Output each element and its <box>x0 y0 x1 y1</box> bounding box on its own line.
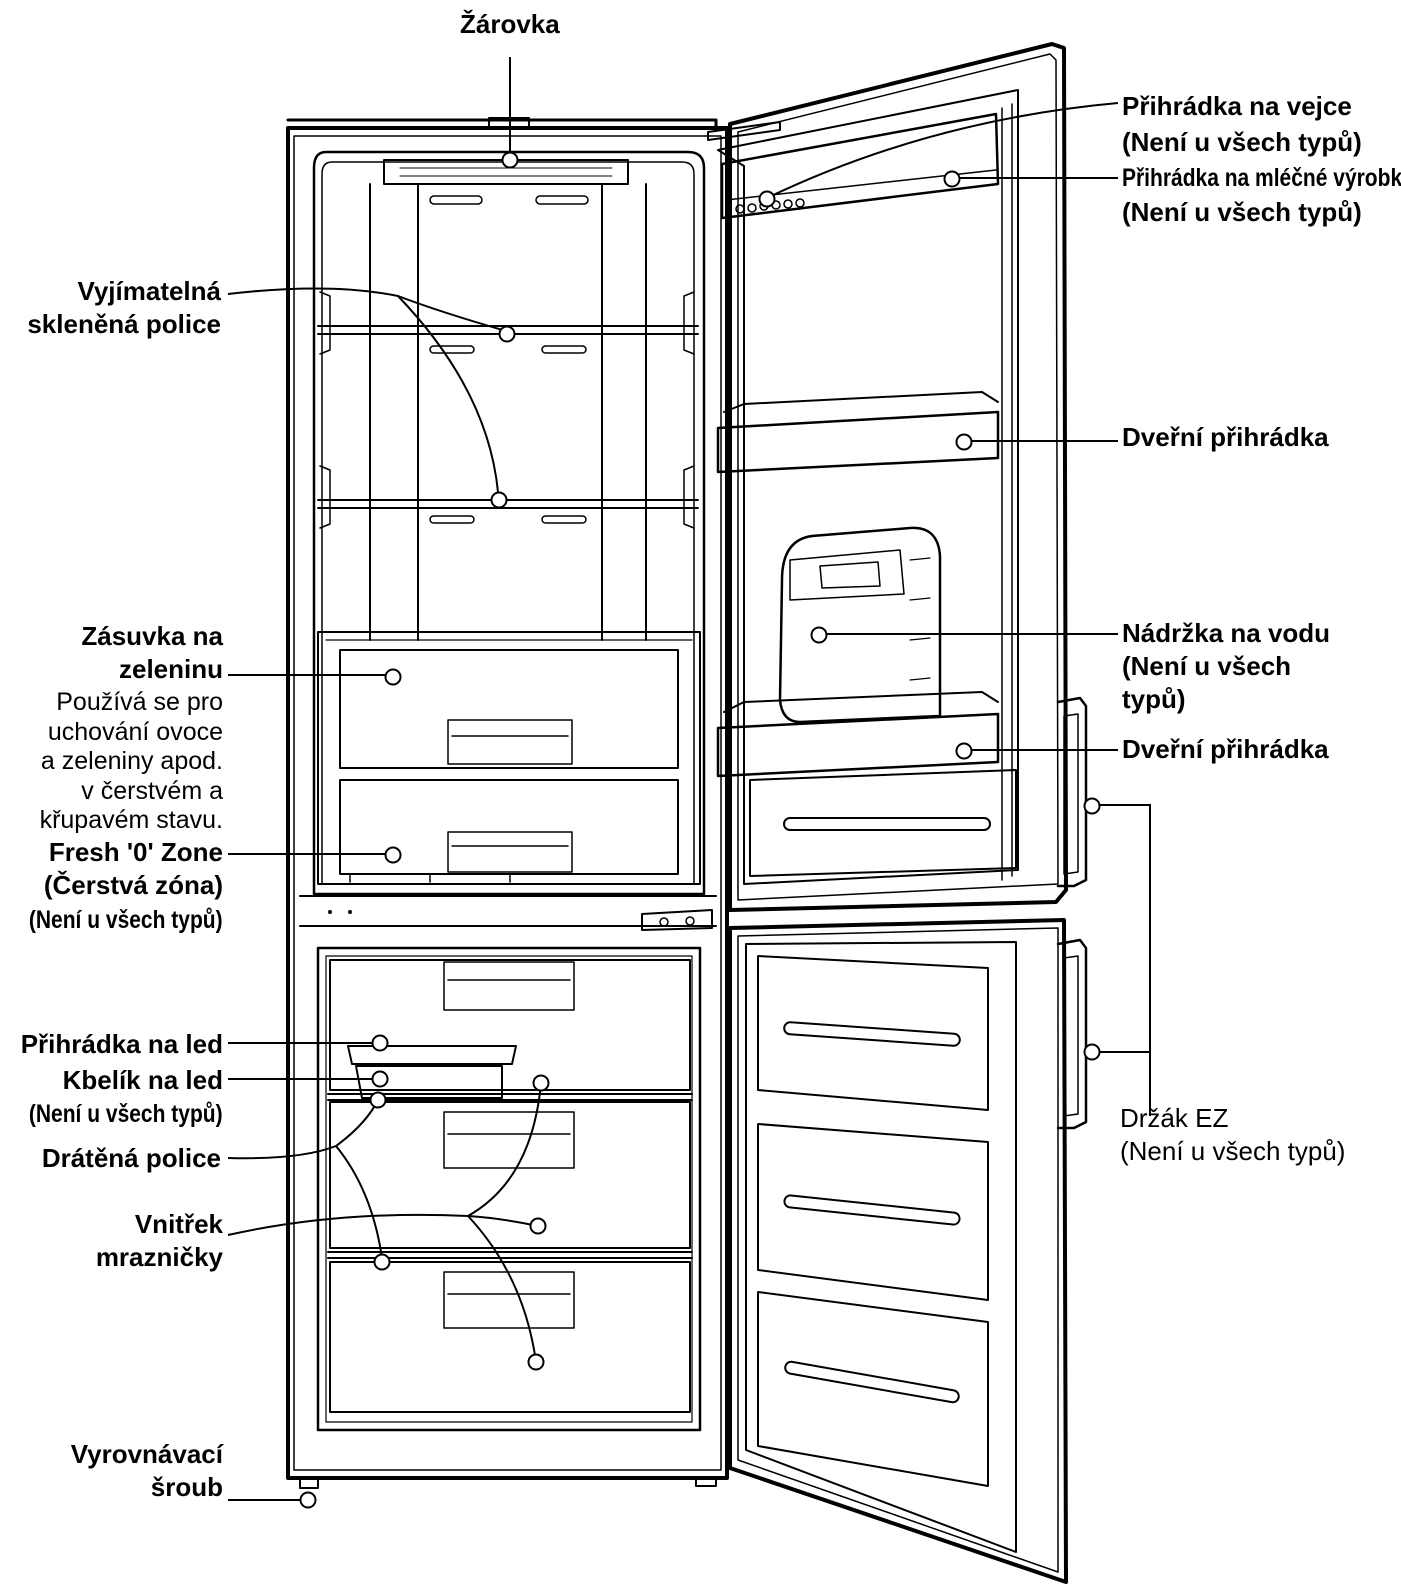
label-leveling-line2: šroub <box>150 1472 223 1502</box>
callout-dot <box>373 1253 391 1271</box>
callout-dot <box>955 433 973 451</box>
vegetable-desc-line: a zeleniny apod. <box>40 747 223 775</box>
label-freezer-line2: mrazničky <box>95 1242 223 1272</box>
vegetable-description: Používá se pro uchování ovoce a zeleniny… <box>40 688 223 836</box>
label-vegetable-drawer-line1: Zásuvka na <box>81 621 223 651</box>
label-egg-tray-note: (Není u všech typů) <box>1122 127 1362 157</box>
label-vegetable-drawer: Zásuvka na zeleninu <box>81 620 223 686</box>
label-ez-handle-line1: Držák EZ <box>1120 1103 1229 1133</box>
label-wire-shelf: Drátěná police <box>41 1143 221 1173</box>
label-glass-shelf-line2: skleněná police <box>27 309 221 339</box>
label-vegetable-drawer-line2: zeleninu <box>118 654 223 684</box>
callout-dot <box>498 325 516 343</box>
callout-dot <box>758 190 776 208</box>
label-fresh-zone-line1: Fresh '0' Zone <box>48 837 223 867</box>
callout-dot <box>369 1091 387 1109</box>
callout-dot <box>810 626 828 644</box>
label-ez-handle: Držák EZ (Není u všech typů) <box>1120 1102 1345 1168</box>
callout-dot <box>529 1217 547 1235</box>
leader-lines <box>227 57 1151 1501</box>
label-door-bin-upper: Dveřní přihrádka <box>1122 422 1329 452</box>
vegetable-desc-line: uchování ovoce <box>47 717 223 746</box>
label-egg-tray: Přihrádka na vejce <box>1122 91 1352 121</box>
label-water-tank-line1: Nádržka na vodu <box>1122 618 1331 648</box>
callout-dot <box>490 491 508 509</box>
label-leveling-line1: Vyrovnávací <box>70 1439 223 1469</box>
label-water-tank-line3: typů) <box>1122 684 1186 714</box>
callout-dot <box>384 668 402 686</box>
label-water-tank-line2: (Není u všech <box>1122 651 1292 681</box>
label-glass-shelf-line1: Vyjímatelná <box>77 276 221 306</box>
label-fresh-zone-note: (Není u všech typů) <box>29 906 223 934</box>
callout-dot <box>943 170 961 188</box>
callout-dot <box>501 151 519 169</box>
label-door-bin-lower: Dveřní přihrádka <box>1122 734 1329 764</box>
label-ice-bin: Kbelík na led <box>62 1065 223 1095</box>
label-ice-bin-note: (Není u všech typů) <box>29 1100 223 1128</box>
callout-dot <box>527 1353 545 1371</box>
callout-dot <box>955 742 973 760</box>
callout-dot <box>384 846 402 864</box>
label-glass-shelf: Vyjímatelná skleněná police <box>27 275 221 341</box>
label-fresh-zone: Fresh '0' Zone (Čerstvá zóna) <box>44 836 223 902</box>
cabinet <box>286 117 729 1489</box>
label-bulb: Žárovka <box>460 9 560 39</box>
callout-dot <box>299 1491 317 1509</box>
callout-dot <box>371 1070 389 1088</box>
label-dairy: Přihrádka na mléčné výrobky <box>1122 164 1401 192</box>
vegetable-desc-line: křupavém stavu. <box>39 806 223 834</box>
label-freezer-line1: Vnitřek <box>134 1209 223 1239</box>
label-freezer-interior: Vnitřek mrazničky <box>96 1208 223 1274</box>
fridge-door <box>707 42 1088 912</box>
callout-dot <box>1083 797 1101 815</box>
callout-dot <box>371 1034 389 1052</box>
label-ice-tray: Přihrádka na led <box>20 1029 223 1059</box>
label-water-tank: Nádržka na vodu (Není u všech typů) <box>1122 617 1330 716</box>
label-dairy-note: (Není u všech typů) <box>1122 197 1362 227</box>
callout-dots <box>299 151 1101 1509</box>
vegetable-desc-line: v čerstvém a <box>81 776 223 805</box>
callout-dot <box>1083 1043 1101 1061</box>
vegetable-desc-line: Používá se pro <box>56 688 223 716</box>
callout-dot <box>532 1074 550 1092</box>
label-fresh-zone-line2: (Čerstvá zóna) <box>43 870 223 900</box>
label-leveling-screw: Vyrovnávací šroub <box>71 1438 223 1504</box>
label-ez-handle-line2: (Není u všech typů) <box>1120 1136 1346 1166</box>
freezer-door <box>641 909 1088 1584</box>
